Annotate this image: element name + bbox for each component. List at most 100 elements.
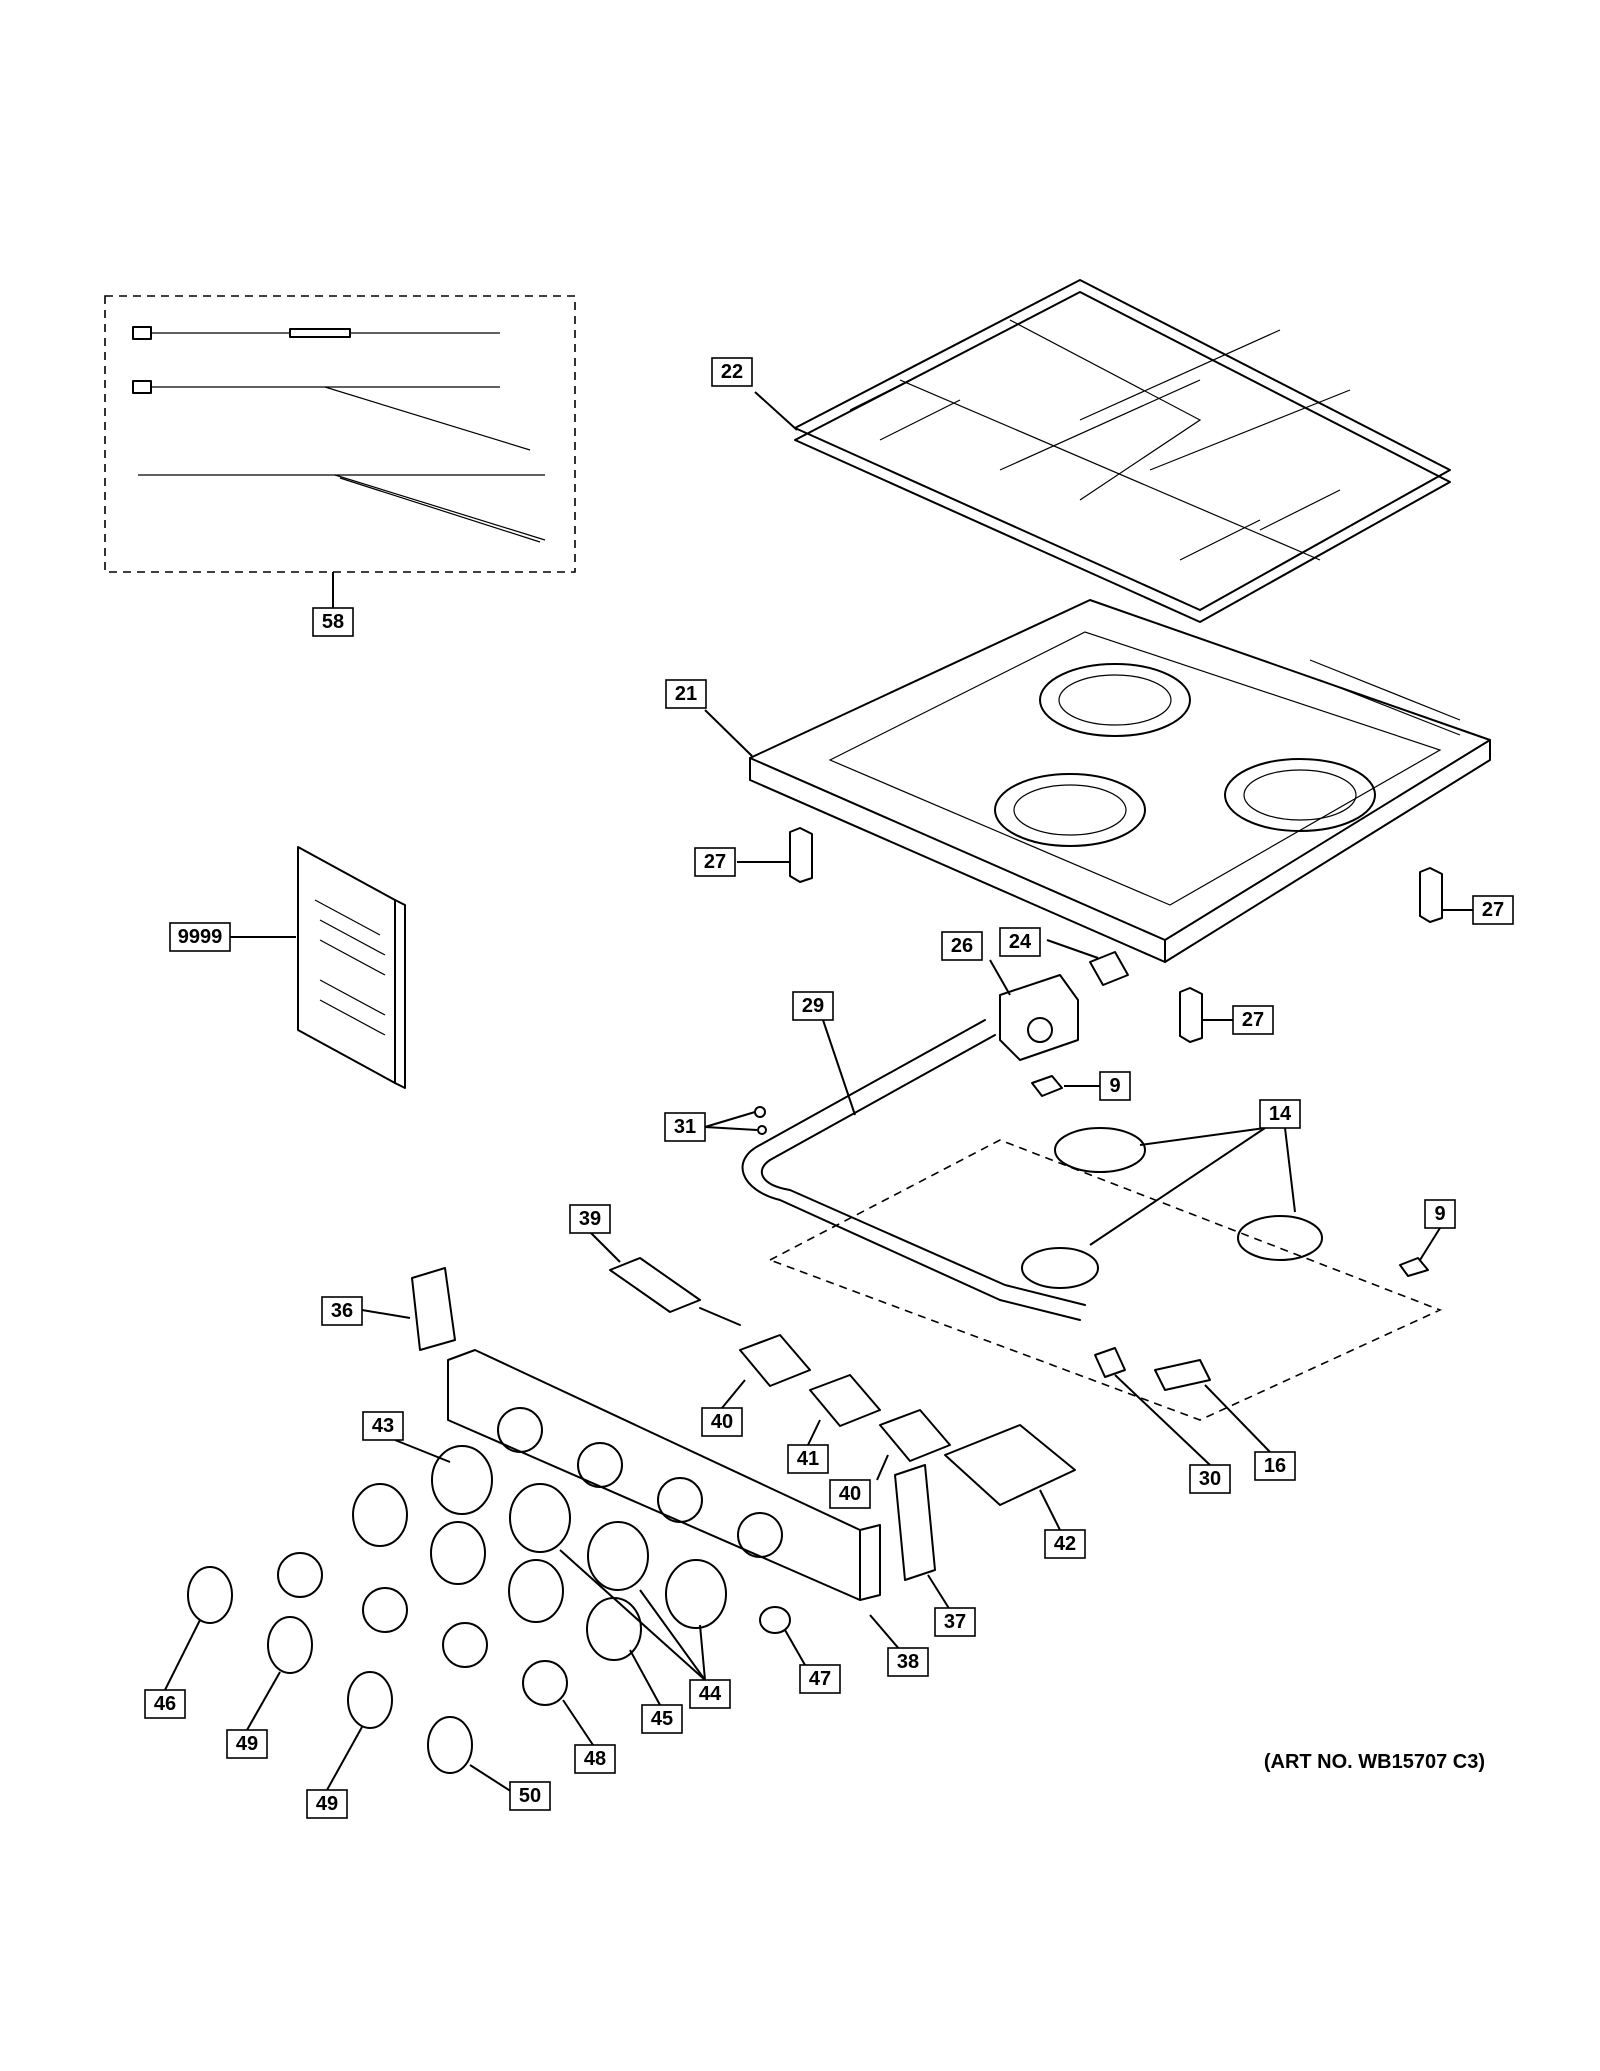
callout-27-left-label: 27 bbox=[704, 851, 726, 873]
burner-valve-2[interactable] bbox=[809, 1374, 881, 1427]
callout-38[interactable]: 38 bbox=[887, 1647, 929, 1677]
callout-29-label: 29 bbox=[802, 995, 824, 1017]
callout-22[interactable]: 22 bbox=[711, 357, 753, 387]
callout-16[interactable]: 16 bbox=[1254, 1451, 1296, 1481]
callout-49-lower[interactable]: 49 bbox=[306, 1789, 348, 1819]
burner-valve-1[interactable] bbox=[739, 1334, 811, 1387]
callout-22-label: 22 bbox=[721, 361, 743, 383]
callout-24[interactable]: 24 bbox=[999, 927, 1041, 957]
callout-42[interactable]: 42 bbox=[1044, 1529, 1086, 1559]
callout-9-right[interactable]: 9 bbox=[1424, 1199, 1456, 1229]
callout-9-upper[interactable]: 9 bbox=[1099, 1071, 1131, 1101]
retainer-clip-right[interactable] bbox=[1399, 1257, 1429, 1277]
burner-knob-2[interactable] bbox=[347, 1671, 393, 1729]
burner-box-outline bbox=[768, 1139, 1443, 1421]
callout-9999[interactable]: 9999 bbox=[169, 922, 231, 952]
callout-40-upper-label: 40 bbox=[711, 1411, 733, 1433]
callout-44-label: 44 bbox=[699, 1683, 722, 1705]
callout-31-label: 31 bbox=[674, 1116, 696, 1138]
top-bracket-left[interactable] bbox=[789, 827, 813, 883]
burner-valve-3[interactable] bbox=[879, 1409, 951, 1462]
light-switch[interactable] bbox=[759, 1606, 791, 1634]
callout-21-label: 21 bbox=[675, 683, 697, 705]
control-panel-bracket-right[interactable] bbox=[894, 1464, 936, 1581]
spark-module[interactable] bbox=[1154, 1359, 1211, 1391]
callout-47-label: 47 bbox=[809, 1668, 831, 1690]
callout-48[interactable]: 48 bbox=[574, 1744, 616, 1774]
art-number: (ART NO. WB15707 C3) bbox=[1264, 1751, 1485, 1773]
callout-43[interactable]: 43 bbox=[362, 1411, 404, 1441]
callout-39[interactable]: 39 bbox=[569, 1204, 611, 1234]
callout-41[interactable]: 41 bbox=[787, 1444, 829, 1474]
burner-knob-3[interactable] bbox=[427, 1716, 473, 1774]
callout-27-center-label: 27 bbox=[1242, 1009, 1264, 1031]
callout-27-right-label: 27 bbox=[1482, 899, 1504, 921]
oven-valve[interactable] bbox=[609, 1257, 741, 1326]
retainer-clip-upper[interactable] bbox=[1031, 1075, 1063, 1097]
callout-9-upper-label: 9 bbox=[1109, 1075, 1120, 1097]
callout-36[interactable]: 36 bbox=[321, 1296, 363, 1326]
oven-knob[interactable] bbox=[187, 1566, 233, 1624]
callout-9-right-label: 9 bbox=[1434, 1203, 1445, 1225]
pressure-regulator[interactable] bbox=[999, 974, 1079, 1061]
wire-harness-kit[interactable] bbox=[104, 295, 576, 573]
gas-manifold-pipe[interactable] bbox=[741, 1019, 1086, 1321]
callout-47[interactable]: 47 bbox=[799, 1664, 841, 1694]
callout-49-lower-label: 49 bbox=[316, 1793, 338, 1815]
callout-50-label: 50 bbox=[519, 1785, 541, 1807]
burner-grate[interactable] bbox=[794, 279, 1451, 623]
callout-46[interactable]: 46 bbox=[144, 1689, 186, 1719]
callout-40-upper[interactable]: 40 bbox=[701, 1407, 743, 1437]
callout-37-label: 37 bbox=[944, 1611, 966, 1633]
control-panel[interactable] bbox=[447, 1349, 881, 1601]
callout-37[interactable]: 37 bbox=[934, 1607, 976, 1637]
burner-head-rear[interactable] bbox=[1054, 1127, 1146, 1173]
callout-42-label: 42 bbox=[1054, 1533, 1076, 1555]
burner-knob-1[interactable] bbox=[267, 1616, 313, 1674]
callout-43-label: 43 bbox=[372, 1415, 394, 1437]
callout-14[interactable]: 14 bbox=[1259, 1099, 1301, 1129]
callout-58[interactable]: 58 bbox=[312, 607, 354, 637]
pipe-clamp[interactable] bbox=[1094, 1347, 1126, 1378]
burner-head-front-right[interactable] bbox=[1237, 1215, 1323, 1261]
callout-27-left[interactable]: 27 bbox=[694, 847, 736, 877]
callout-46-label: 46 bbox=[154, 1693, 176, 1715]
control-panel-bracket-left[interactable] bbox=[411, 1267, 456, 1351]
callout-39-label: 39 bbox=[579, 1208, 601, 1230]
callout-16-label: 16 bbox=[1264, 1455, 1286, 1477]
callout-31[interactable]: 31 bbox=[664, 1112, 706, 1142]
callout-29[interactable]: 29 bbox=[792, 991, 834, 1021]
callout-58-label: 58 bbox=[322, 611, 344, 633]
callout-48-label: 48 bbox=[584, 1748, 606, 1770]
cooktop-main-top[interactable] bbox=[749, 599, 1491, 963]
callout-50[interactable]: 50 bbox=[509, 1781, 551, 1811]
callout-24-label: 24 bbox=[1009, 931, 1032, 953]
callout-40-lower-label: 40 bbox=[839, 1483, 861, 1505]
callout-26[interactable]: 26 bbox=[941, 931, 983, 961]
callout-9999-label: 9999 bbox=[178, 926, 223, 948]
callout-27-right[interactable]: 27 bbox=[1472, 895, 1514, 925]
burner-head-front-left[interactable] bbox=[1021, 1247, 1099, 1289]
callout-36-label: 36 bbox=[331, 1300, 353, 1322]
regulator-fitting[interactable] bbox=[1089, 951, 1129, 986]
callout-27-center[interactable]: 27 bbox=[1232, 1005, 1274, 1035]
callout-49-upper[interactable]: 49 bbox=[226, 1729, 268, 1759]
callout-38-label: 38 bbox=[897, 1651, 919, 1673]
callout-45[interactable]: 45 bbox=[641, 1704, 683, 1734]
callout-45-label: 45 bbox=[651, 1708, 673, 1730]
callout-30-label: 30 bbox=[1199, 1468, 1221, 1490]
top-bracket-center[interactable] bbox=[1179, 987, 1203, 1043]
valve-assembly[interactable] bbox=[944, 1424, 1076, 1506]
callout-21[interactable]: 21 bbox=[665, 679, 707, 709]
knob-bezel-set[interactable] bbox=[352, 1445, 727, 1661]
callout-26-label: 26 bbox=[951, 935, 973, 957]
callout-41-label: 41 bbox=[797, 1448, 819, 1470]
callout-40-lower[interactable]: 40 bbox=[829, 1479, 871, 1509]
owners-manual[interactable] bbox=[297, 846, 406, 1089]
top-bracket-right[interactable] bbox=[1419, 867, 1443, 923]
callout-44[interactable]: 44 bbox=[689, 1679, 731, 1709]
callout-30[interactable]: 30 bbox=[1189, 1464, 1231, 1494]
callout-49-upper-label: 49 bbox=[236, 1733, 258, 1755]
knob-skirts[interactable] bbox=[277, 1552, 568, 1706]
